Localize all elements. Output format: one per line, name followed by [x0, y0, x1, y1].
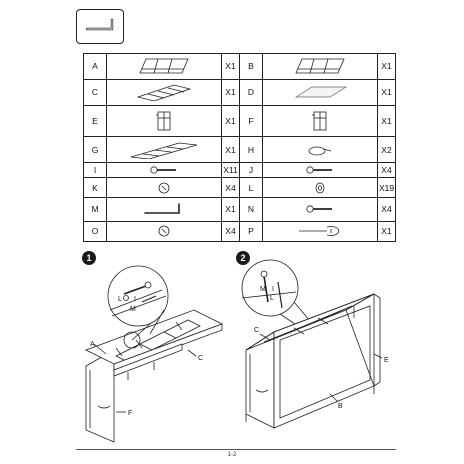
allen-key-icon [85, 18, 114, 31]
wrench-icon [262, 220, 378, 243]
part-letter: D [239, 78, 263, 106]
part-letter: M [83, 197, 107, 222]
part-letter: P [239, 220, 263, 243]
part-quantity: X1 [221, 197, 240, 222]
part-letter: J [239, 161, 263, 178]
part-quantity: X1 [377, 78, 396, 106]
part-quantity: X19 [377, 176, 396, 199]
part-quantity: X1 [377, 220, 396, 243]
step-1-label-c: C [198, 355, 203, 362]
page-number: 1-2 [227, 452, 237, 458]
cam-lock-icon [106, 176, 222, 199]
part-quantity: X4 [377, 197, 396, 222]
part-quantity: X1 [221, 53, 240, 80]
cam-lock-icon [106, 220, 222, 243]
footer-rule [76, 449, 396, 450]
part-letter: B [239, 53, 263, 80]
part-quantity: X1 [377, 104, 396, 138]
part-letter: I [83, 161, 107, 178]
step-2-number: 2 [240, 253, 246, 263]
step-2-label-c: C [254, 327, 259, 334]
glass-panel-icon [262, 78, 378, 106]
step-1-label-i: I [134, 296, 136, 303]
part-letter: L [239, 176, 263, 199]
long-shelf-icon [106, 136, 222, 163]
bolt-icon [106, 161, 222, 178]
part-quantity: X1 [221, 104, 240, 138]
side-panel-icon [262, 104, 378, 138]
part-letter: K [83, 176, 107, 199]
step-2-label-m: M [260, 286, 266, 293]
part-quantity: X1 [221, 136, 240, 163]
part-letter: C [83, 78, 107, 106]
part-letter: H [239, 136, 263, 163]
part-letter: A [83, 53, 107, 80]
step-2-badge: 2 [236, 251, 250, 265]
part-quantity: X2 [377, 136, 396, 163]
step-2-label-b: B [338, 403, 343, 410]
frame-panel-icon [262, 53, 378, 80]
cable-clip-icon [262, 136, 378, 163]
part-quantity: X1 [221, 78, 240, 106]
part-letter: E [83, 104, 107, 138]
step-2-label-i: I [272, 286, 274, 293]
part-quantity: X4 [377, 161, 396, 178]
part-quantity: X1 [377, 53, 396, 80]
part-quantity: X4 [221, 220, 240, 243]
side-panel-icon [106, 104, 222, 138]
part-letter: F [239, 104, 263, 138]
part-quantity: X4 [221, 176, 240, 199]
washer-icon [262, 176, 378, 199]
step-1-label-m: M [130, 306, 136, 313]
step-1-label-f: F [128, 410, 132, 417]
part-letter: G [83, 136, 107, 163]
step-2-label-l: L [270, 295, 274, 302]
bolt-icon [262, 197, 378, 222]
step-1-label-a: A [90, 341, 95, 348]
step-1-number: 1 [86, 253, 92, 263]
tool-box [76, 9, 124, 44]
step-1-drawing: L I M A C F [84, 265, 224, 443]
part-letter: N [239, 197, 263, 222]
part-letter: O [83, 220, 107, 243]
step-2-drawing: M I L C E B [241, 259, 389, 429]
step-1-badge: 1 [82, 251, 96, 265]
allen-key-icon [106, 197, 222, 222]
part-quantity: X11 [221, 161, 240, 178]
step-2-label-e: E [384, 357, 389, 364]
bolt-icon [262, 161, 378, 178]
shelf-frame-icon [106, 78, 222, 106]
frame-panel-icon [106, 53, 222, 80]
step-1-label-l: L [118, 296, 122, 303]
